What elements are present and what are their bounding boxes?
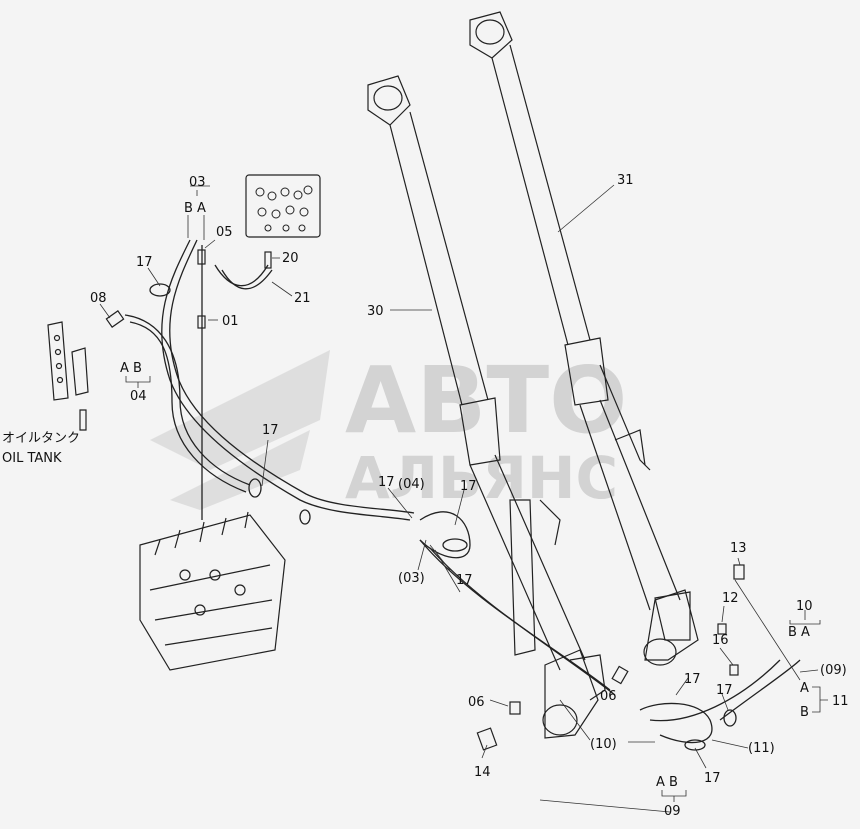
label-20: 20 <box>282 251 299 266</box>
label-21: 21 <box>294 291 311 306</box>
label-10-ba: B A <box>788 625 810 640</box>
leader-lines <box>99 184 828 813</box>
label-03: 03 <box>189 175 206 190</box>
label-oil-tank-en: OIL TANK <box>2 451 62 466</box>
boom-cylinder-31 <box>469 11 699 666</box>
label-30: 30 <box>367 304 384 319</box>
oil-tank-plate <box>47 321 89 431</box>
label-17-a: 17 <box>136 255 153 270</box>
label-03-ba: B A <box>184 201 206 216</box>
label-01: 01 <box>222 314 239 329</box>
label-17-d: 17 <box>460 479 477 494</box>
label-11: 11 <box>832 694 849 709</box>
pilot-valve-block <box>245 174 321 238</box>
label-10-paren: (10) <box>590 737 617 752</box>
label-06-a: 06 <box>468 695 485 710</box>
label-09: 09 <box>664 804 681 819</box>
label-31: 31 <box>617 173 634 188</box>
label-b-r: B <box>800 705 809 720</box>
label-05: 05 <box>216 225 233 240</box>
label-17-f: 17 <box>684 672 701 687</box>
label-10: 10 <box>796 599 813 614</box>
label-17-h: 17 <box>704 771 721 786</box>
label-06-b: 06 <box>600 689 617 704</box>
label-17-e: 17 <box>456 573 473 588</box>
label-a-r: A <box>800 681 809 696</box>
label-17-b: 17 <box>262 423 279 438</box>
label-11-paren: (11) <box>748 741 775 756</box>
label-04-ab: A B <box>120 361 142 376</box>
part-labels: 03 B A 05 20 21 17 08 01 A B 04 オイルタンク O… <box>2 173 849 819</box>
label-16: 16 <box>712 633 729 648</box>
label-09-ab: A B <box>656 775 678 790</box>
label-oil-tank-jp: オイルタンク <box>2 431 80 446</box>
watermark-line2: АЛЬЯНС <box>345 444 618 512</box>
label-17-c: 17 <box>378 475 395 490</box>
label-17-g: 17 <box>716 683 733 698</box>
hose-lines <box>124 239 801 751</box>
watermark: АВТО АЛЬЯНС <box>150 347 627 512</box>
label-03-paren: (03) <box>398 571 425 586</box>
fittings <box>105 249 745 751</box>
control-valve-assembly <box>139 511 286 671</box>
label-08: 08 <box>90 291 107 306</box>
label-04: 04 <box>130 389 147 404</box>
label-12: 12 <box>722 591 739 606</box>
label-09-paren-r: (09) <box>820 663 847 678</box>
arm-cylinder-30 <box>367 75 606 739</box>
label-13: 13 <box>730 541 747 556</box>
watermark-line1: АВТО <box>345 347 627 454</box>
label-14: 14 <box>474 765 491 780</box>
label-04-paren: (04) <box>398 477 425 492</box>
